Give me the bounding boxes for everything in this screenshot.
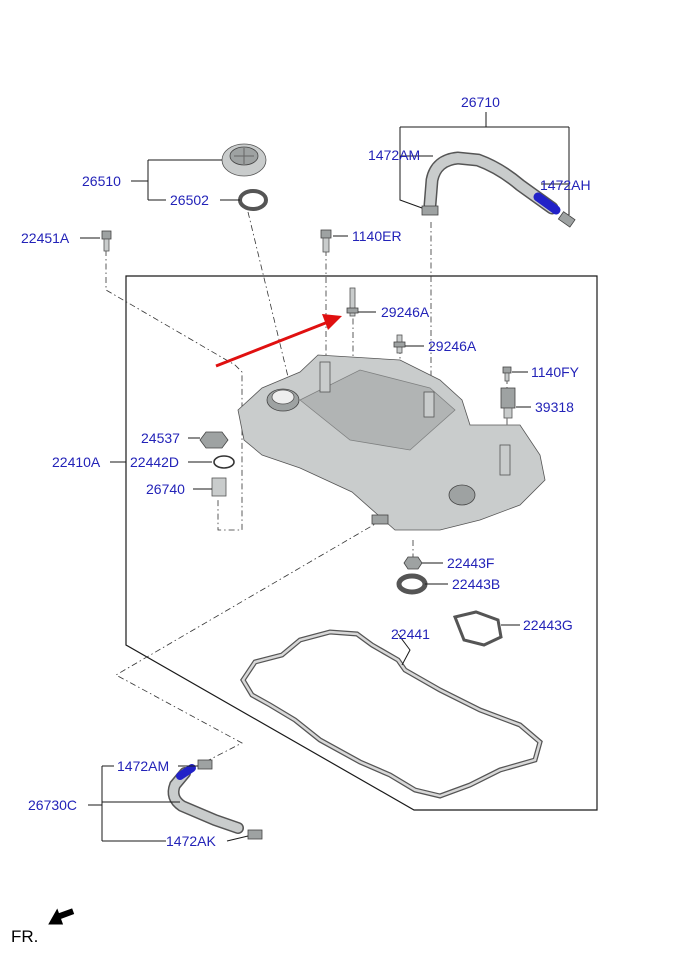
bolt-22451A (101, 230, 112, 252)
seal-22443B (396, 573, 428, 595)
breather-hose-26710 (421, 151, 576, 228)
label-39318: 39318 (535, 399, 574, 415)
nut-22443F (403, 556, 423, 570)
front-orientation-marker: FR. (11, 908, 75, 946)
label-24537: 24537 (141, 430, 180, 446)
label-22451A: 22451A (21, 230, 70, 246)
assembly-frame (125, 275, 598, 811)
cam-sensor-39318 (500, 387, 516, 419)
label-22442D: 22442D (130, 454, 179, 470)
part-labels: 26710 1472AM 1472AH 26510 26502 22451A 1… (21, 94, 591, 849)
label-22441: 22441 (391, 626, 430, 642)
front-direction-arrow-icon (48, 908, 75, 925)
label-26740: 26740 (146, 481, 185, 497)
plug-24537 (199, 431, 229, 449)
label-1140FY: 1140FY (531, 364, 580, 380)
label-1472AM-top: 1472AM (368, 147, 420, 163)
cover-gasket-22441 (240, 629, 543, 799)
label-29246A-lower: 29246A (428, 338, 477, 354)
label-22443F: 22443F (447, 555, 494, 571)
label-22443B: 22443B (452, 576, 500, 592)
label-26730C: 26730C (28, 797, 77, 813)
oil-filler-cap (221, 143, 267, 177)
pointer-arrow (215, 314, 342, 368)
stud-bolt-29246A-lower (393, 334, 406, 354)
label-1140ER: 1140ER (352, 228, 402, 244)
label-26502: 26502 (170, 192, 209, 208)
o-ring-22442D (213, 455, 235, 469)
filler-cap-seal (238, 189, 268, 211)
bolt-1140ER (320, 229, 332, 253)
leader-lines (80, 112, 570, 842)
label-1472AH: 1472AH (540, 177, 591, 193)
label-29246A-upper: 29246A (381, 304, 430, 320)
cylinder-head-cover (237, 354, 546, 531)
label-1472AM-bottom: 1472AM (117, 758, 169, 774)
label-26510: 26510 (82, 173, 121, 189)
pcv-hose-26730C (167, 759, 263, 840)
stud-bolt-29246A-upper (346, 287, 359, 317)
label-22443G: 22443G (523, 617, 573, 633)
fr-label: FR. (11, 927, 38, 946)
label-26710: 26710 (461, 94, 500, 110)
label-22410A: 22410A (52, 454, 101, 470)
gasket-22443G (452, 610, 503, 647)
label-1472AK: 1472AK (166, 833, 216, 849)
bolt-1140FY (502, 366, 512, 382)
plug-26740 (211, 477, 227, 497)
